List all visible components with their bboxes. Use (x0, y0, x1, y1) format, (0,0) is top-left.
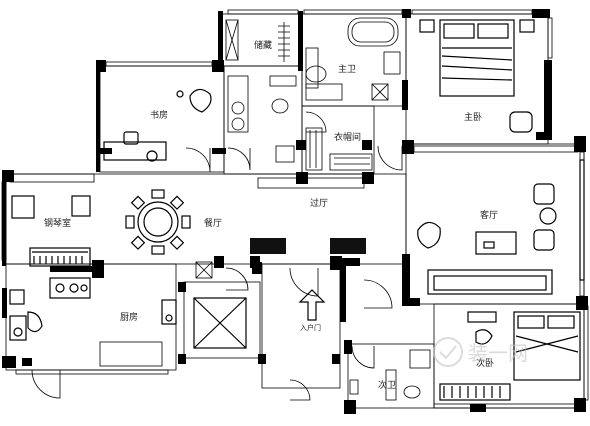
label-hallway: 过厅 (310, 197, 328, 209)
furniture (9, 17, 585, 401)
label-restaurant: 餐厅 (204, 217, 222, 229)
label-second-bath: 次卫 (378, 379, 396, 391)
label-master-bath: 主卫 (338, 63, 356, 75)
label-storage: 储藏 (254, 39, 272, 51)
door-swings (31, 111, 403, 401)
label-piano-room: 钢琴室 (44, 217, 71, 229)
watermark-text: 装一网 (468, 341, 528, 365)
label-living-room: 客厅 (480, 209, 498, 221)
walls (2, 9, 588, 414)
label-study: 书房 (150, 109, 168, 121)
label-closet: 衣帽间 (334, 131, 361, 143)
label-master-bedroom: 主卧 (464, 111, 482, 123)
windows (1, 9, 589, 409)
room-labels: 储藏 主卫 主卧 书房 衣帽间 钢琴室 餐厅 过厅 客厅 厨房 入户门 次卫 次… (44, 39, 498, 391)
label-second-bedroom: 次卧 (476, 357, 494, 369)
label-kitchen: 厨房 (120, 311, 138, 323)
label-entrance: 入户门 (300, 323, 321, 332)
watermark-logo: 装一网 (433, 337, 528, 367)
